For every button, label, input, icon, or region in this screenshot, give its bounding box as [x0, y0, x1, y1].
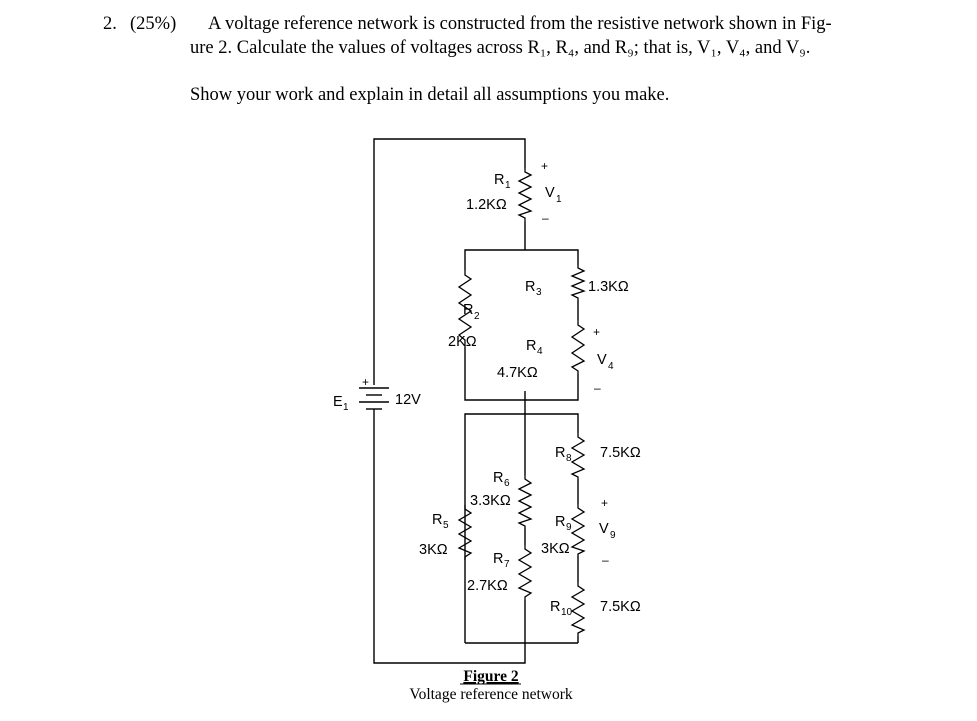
- resistor-r5-symbol: [457, 505, 473, 560]
- resistor-r8-value: 7.5KΩ: [600, 445, 641, 461]
- resistor-r6-subscript: 6: [504, 478, 510, 489]
- resistor-r2-name: R: [463, 302, 473, 318]
- voltage-v4-plus: +: [593, 325, 600, 339]
- voltage-v9-plus: +: [601, 496, 608, 510]
- resistor-r9-subscript: 9: [566, 522, 572, 533]
- voltage-v9-minus: –: [602, 553, 609, 567]
- resistor-r8-subscript: 8: [566, 453, 572, 464]
- voltage-v4-minus: –: [594, 381, 601, 395]
- resistor-r7-value: 2.7KΩ: [467, 578, 508, 594]
- voltage-v4-name: V: [597, 352, 607, 368]
- resistor-r9-value: 3KΩ: [541, 541, 570, 557]
- resistor-r4-value: 4.7KΩ: [497, 365, 538, 381]
- voltage-v1-name: V: [545, 185, 555, 201]
- battery-e1-plus: +: [362, 375, 369, 389]
- resistor-r2-symbol: [457, 270, 473, 347]
- resistor-r6-symbol: [517, 475, 533, 528]
- resistor-r3-subscript: 3: [536, 287, 542, 298]
- resistor-r3-name: R: [525, 279, 535, 295]
- resistor-r5-value: 3KΩ: [419, 542, 448, 558]
- figure-title: Figure 2: [463, 668, 518, 685]
- resistor-r1-name: R: [494, 172, 504, 188]
- resistor-r7-name: R: [493, 551, 503, 567]
- resistor-r1-subscript: 1: [505, 180, 511, 191]
- resistor-r10-subscript: 10: [561, 607, 573, 618]
- question-number: 2.: [103, 14, 117, 34]
- resistor-r6-name: R: [493, 470, 503, 486]
- resistor-r7-symbol: [517, 545, 533, 600]
- resistor-r4-name: R: [526, 338, 536, 354]
- question-text-line-1: A voltage reference network is construct…: [208, 14, 832, 34]
- resistor-r8-name: R: [555, 445, 565, 461]
- question-marks: (25%): [130, 14, 177, 34]
- wire-outer-loop: [373, 138, 579, 664]
- circuit-wires: [373, 138, 579, 664]
- resistor-r1-value: 1.2KΩ: [466, 197, 507, 213]
- resistor-r8-symbol: [570, 433, 586, 479]
- resistor-r3-value: 1.3KΩ: [588, 279, 629, 295]
- resistor-r10-symbol: [570, 582, 586, 636]
- voltage-v9-name: V: [599, 521, 609, 537]
- resistor-r10-value: 7.5KΩ: [600, 599, 641, 615]
- resistor-r5-name: R: [432, 512, 442, 528]
- question-instruction: Show your work and explain in detail all…: [190, 85, 670, 105]
- resistor-r6-value: 3.3KΩ: [470, 493, 511, 509]
- figure-subtitle: Voltage reference network: [409, 686, 572, 703]
- resistor-r3-symbol: [570, 265, 586, 300]
- voltage-v1-plus: +: [541, 159, 548, 173]
- voltage-v1-minus: –: [542, 211, 549, 225]
- battery-e1-value: 12V: [395, 392, 421, 408]
- resistor-r9-symbol: [570, 504, 586, 556]
- battery-e1-subscript: 1: [343, 402, 349, 413]
- resistor-r5-subscript: 5: [443, 520, 449, 531]
- voltage-v1-subscript: 1: [556, 194, 562, 205]
- resistor-r2-subscript: 2: [474, 311, 480, 322]
- voltage-v9-subscript: 9: [610, 530, 616, 541]
- battery-e1-name: E: [333, 394, 343, 410]
- battery-e1-symbol: [359, 387, 389, 415]
- resistor-r4-symbol: [570, 320, 586, 374]
- resistor-r7-subscript: 7: [504, 559, 510, 570]
- resistor-r2-value: 2KΩ: [448, 334, 477, 350]
- resistor-r10-name: R: [550, 599, 560, 615]
- resistor-r9-name: R: [555, 514, 565, 530]
- resistor-r4-subscript: 4: [537, 346, 543, 357]
- resistor-r1-symbol: [517, 168, 533, 222]
- resistor-symbols: [457, 168, 586, 636]
- voltage-v4-subscript: 4: [608, 361, 614, 372]
- question-text-line-2: ure 2. Calculate the values of voltages …: [190, 38, 811, 58]
